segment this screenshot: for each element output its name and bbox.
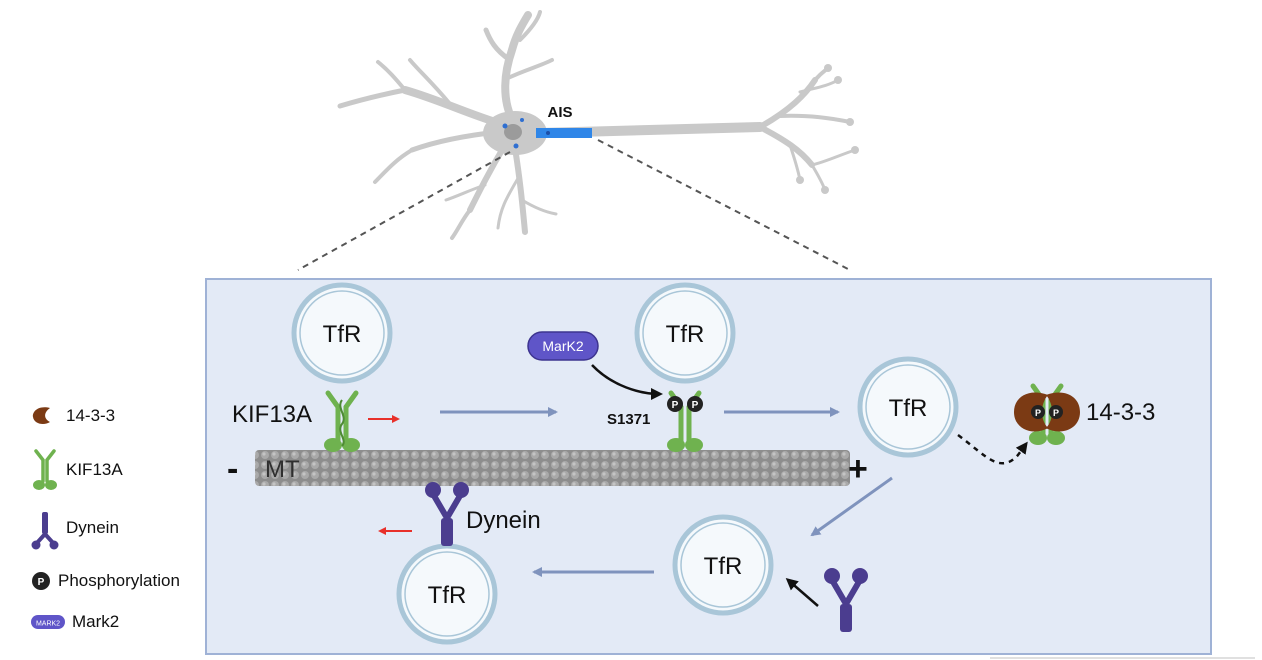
legend: 14-3-3 KIF13A Dynein P Phosphorylation M…: [30, 400, 220, 650]
vesicle-2: TfR: [634, 282, 736, 384]
dynein-binding-arrow: [785, 578, 819, 607]
14-3-3-protein-left: [1014, 392, 1048, 432]
vesicle-4: TfR: [672, 514, 774, 616]
14-3-3-protein-right: [1046, 392, 1080, 432]
vesicle-label: TfR: [428, 582, 467, 609]
svg-text:P: P: [38, 577, 45, 588]
vesicle-dot: [520, 118, 524, 122]
ais-label: AIS: [547, 104, 572, 121]
legend-item-14-3-3: 14-3-3: [30, 405, 115, 427]
microtubule: [255, 450, 850, 486]
phosphorylation-icon: P: [32, 572, 50, 590]
axon-initial-segment: [536, 128, 592, 138]
vesicle-dot: [502, 123, 508, 129]
zoom-line-right: [597, 139, 851, 271]
vesicle-3: TfR: [857, 356, 959, 458]
mt-label: MT: [265, 456, 300, 483]
vesicle-label: TfR: [666, 321, 705, 348]
vesicle-label: TfR: [323, 321, 362, 348]
s1371-label: S1371: [607, 411, 650, 428]
vesicle-dot: [513, 143, 519, 149]
svg-text:P: P: [672, 400, 679, 411]
vesicle-5: TfR: [396, 543, 498, 645]
phosphorylation-site: P P: [667, 396, 703, 412]
legend-label: KIF13A: [66, 460, 123, 479]
svg-text:P: P: [692, 400, 699, 411]
14-3-3-icon: [32, 407, 50, 425]
axon-terminal: [757, 66, 857, 192]
phosphorylation-arrow: [591, 364, 663, 400]
legend-item-phosphorylation: P Phosphorylation: [30, 570, 180, 592]
ais-dot: [546, 131, 550, 135]
legend-item-mark2: MARK2 Mark2: [30, 612, 119, 632]
kif13a-14-3-3-complex: P P: [1014, 386, 1080, 445]
svg-text:MarK2: MarK2: [542, 338, 583, 354]
kif13a-motor-1: [324, 393, 360, 452]
svg-text:MARK2: MARK2: [36, 621, 60, 628]
vesicle-1: TfR: [291, 282, 393, 384]
dynein-icon: [31, 512, 59, 550]
legend-label: Phosphorylation: [58, 571, 180, 590]
legend-label: Dynein: [66, 518, 119, 537]
legend-label: 14-3-3: [66, 406, 116, 425]
nucleus: [504, 124, 522, 140]
mark2-icon: MARK2: [31, 615, 65, 629]
kinesin-icon: [33, 449, 57, 490]
plus-end-label: +: [848, 450, 868, 488]
neuron: AIS: [337, 10, 859, 240]
dynein-label: Dynein: [466, 507, 541, 534]
minus-end-label: -: [227, 450, 238, 488]
flow-arrow-3: [810, 476, 893, 537]
14-3-3-label: 14-3-3: [1086, 399, 1155, 426]
mark2-kinase: MarK2: [527, 331, 599, 361]
zoom-line-left: [297, 151, 511, 271]
legend-item-dynein: Dynein: [30, 506, 119, 550]
kif13a-label: KIF13A: [232, 401, 312, 428]
legend-label: Mark2: [72, 612, 120, 631]
legend-item-kif13a: KIF13A: [30, 448, 123, 492]
svg-text:P: P: [1035, 408, 1041, 418]
vesicle-label: TfR: [889, 395, 928, 422]
svg-text:P: P: [1053, 408, 1059, 418]
release-arrow: [957, 433, 1028, 465]
vesicle-label: TfR: [704, 553, 743, 580]
